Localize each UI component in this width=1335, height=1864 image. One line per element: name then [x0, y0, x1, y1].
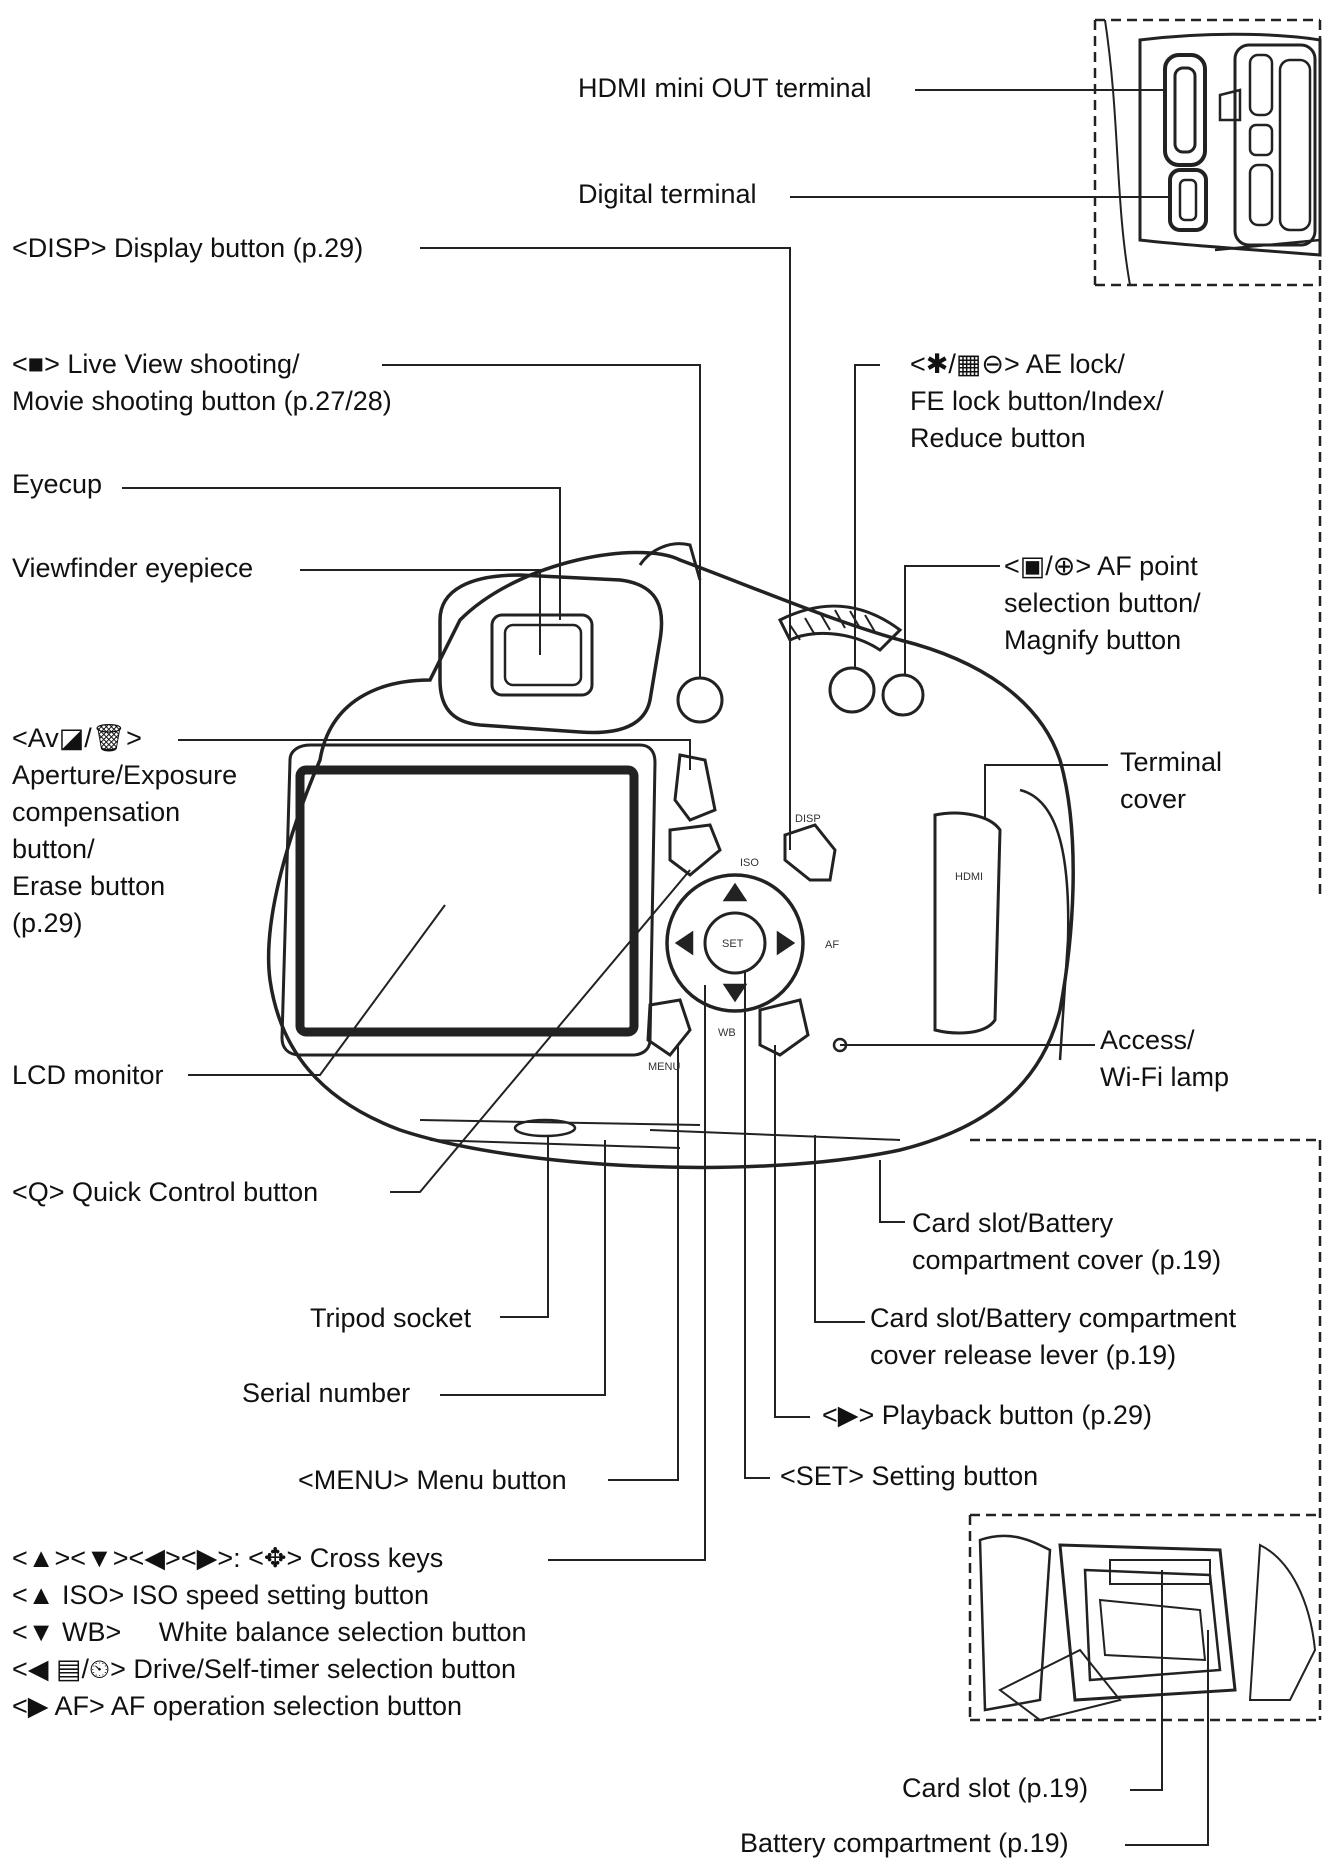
- iso-marking: ISO: [740, 857, 759, 869]
- battery-inset: [968, 1138, 1322, 1722]
- label-eyecup: Eyecup: [12, 469, 103, 499]
- label-battery-compartment: Battery compartment (p.19): [740, 1828, 1069, 1858]
- label-av-line3: compensation: [12, 797, 181, 827]
- label-lcd-monitor: LCD monitor: [12, 1060, 164, 1090]
- label-access-lamp: Access/ Wi-Fi lamp: [1100, 1022, 1229, 1096]
- lcd-shape: [280, 743, 657, 1057]
- label-af-line2: selection button/: [1004, 588, 1201, 618]
- label-cross-line1: <▲><▼><◀><▶>: <✥> Cross keys: [12, 1543, 444, 1573]
- camera-buttons: [646, 666, 925, 1058]
- set-marking: SET: [722, 938, 744, 950]
- wb-marking: WB: [718, 1027, 736, 1039]
- disp-marking: DISP: [795, 813, 821, 825]
- hdmi-port-shape: [1163, 53, 1207, 167]
- label-tripod-socket: Tripod socket: [310, 1303, 472, 1333]
- label-ae-line2: FE lock button/Index/: [910, 386, 1164, 416]
- label-av-line5: Erase button: [12, 871, 166, 901]
- label-cross-line2: <▲ ISO> ISO speed setting button: [12, 1580, 429, 1610]
- label-setting-button: <SET> Setting button: [780, 1461, 1039, 1491]
- label-card-slot: Card slot (p.19): [902, 1773, 1089, 1803]
- label-ae-lock: <✱/▦⊖> AE lock/ FE lock button/Index/ Re…: [910, 346, 1164, 457]
- af-marking: AF: [825, 939, 839, 951]
- viewfinder-shape: [490, 613, 594, 697]
- label-disp-button: <DISP> Display button (p.29): [12, 233, 364, 263]
- label-playback: <▶> Playback button (p.29): [822, 1400, 1152, 1430]
- label-av-erase: <Av◪/🗑> Aperture/Exposure compensation b…: [12, 720, 237, 942]
- label-digital-terminal: Digital terminal: [578, 179, 757, 209]
- label-af-point: <▣/⊕> AF point selection button/ Magnify…: [1004, 548, 1201, 659]
- label-hdmi: HDMI mini OUT terminal: [578, 73, 872, 103]
- label-live-view: <■> Live View shooting/ Movie shooting b…: [12, 346, 392, 420]
- label-live-view-line1: <■> Live View shooting/: [12, 349, 300, 379]
- label-af-line1: <▣/⊕> AF point: [1004, 551, 1198, 581]
- label-release-line2: cover release lever (p.19): [870, 1340, 1177, 1370]
- menu-marking: MENU: [648, 1061, 680, 1073]
- terminal-cover-shape: [933, 811, 1002, 1035]
- label-ae-line1: <✱/▦⊖> AE lock/: [910, 349, 1125, 379]
- digital-port-shape: [1168, 168, 1208, 232]
- label-release-line1: Card slot/Battery compartment: [870, 1303, 1237, 1333]
- label-terminal-line1: Terminal: [1120, 747, 1223, 777]
- label-live-view-line2: Movie shooting button (p.27/28): [12, 386, 392, 416]
- label-cross-keys: <▲><▼><◀><▶>: <✥> Cross keys <▲ ISO> ISO…: [12, 1540, 527, 1725]
- label-cross-line3: <▼ WB> White balance selection button: [12, 1617, 527, 1647]
- label-ae-line3: Reduce button: [910, 423, 1086, 453]
- label-av-line2: Aperture/Exposure: [12, 760, 238, 790]
- label-af-line3: Magnify button: [1004, 625, 1182, 655]
- label-terminal-line2: cover: [1120, 784, 1187, 814]
- label-release-lever: Card slot/Battery compartment cover rele…: [870, 1300, 1236, 1374]
- terminal-inset: [1093, 18, 1322, 900]
- label-terminal-cover: Terminal cover: [1120, 744, 1222, 818]
- label-card-cover-line1: Card slot/Battery: [912, 1208, 1114, 1238]
- label-av-line4: button/: [12, 834, 95, 864]
- label-av-line1: <Av◪/🗑>: [12, 723, 142, 753]
- hdmi-marking: HDMI: [955, 871, 983, 883]
- leader-lines: [122, 89, 1209, 1846]
- label-menu-button: <MENU> Menu button: [298, 1465, 567, 1495]
- label-quick-control: <Q> Quick Control button: [12, 1177, 319, 1207]
- label-serial-number: Serial number: [242, 1378, 411, 1408]
- label-av-line6: (p.29): [12, 908, 83, 938]
- label-cross-line4: <◀ ▤/⏲> Drive/Self-timer selection butto…: [12, 1654, 517, 1684]
- eyecup-shape: [438, 573, 664, 735]
- label-access-line1: Access/: [1100, 1025, 1195, 1055]
- label-viewfinder: Viewfinder eyepiece: [12, 553, 254, 583]
- label-access-line2: Wi-Fi lamp: [1100, 1062, 1229, 1092]
- label-card-cover: Card slot/Battery compartment cover (p.1…: [912, 1205, 1221, 1279]
- label-card-cover-line2: compartment cover (p.19): [912, 1245, 1222, 1275]
- label-cross-line5: <▶ AF> AF operation selection button: [12, 1691, 463, 1721]
